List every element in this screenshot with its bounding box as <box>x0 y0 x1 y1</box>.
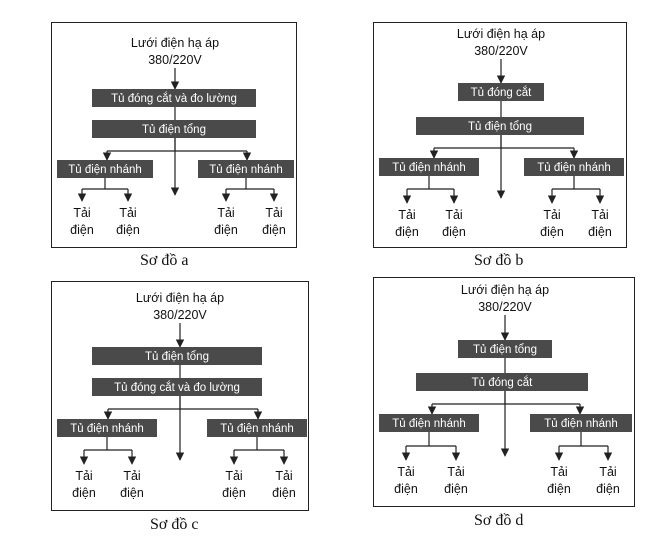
load-3-line1: Tải <box>550 465 567 479</box>
load-4-line2: điện <box>272 486 296 500</box>
source-label-line1: Lưới điện hạ áp <box>136 291 224 305</box>
branch-cabinet-left-label: Tủ điện nhánh <box>68 164 142 176</box>
diagram-d-svg: Lưới điện hạ áp 380/220V Tủ điện tổng Tủ… <box>379 283 632 496</box>
branch-cabinet-right-label: Tủ điện nhánh <box>220 423 294 435</box>
source-label-line2: 380/220V <box>478 300 532 314</box>
load-4-line1: Tải <box>265 206 282 220</box>
branch-cabinet-right-label: Tủ điện nhánh <box>544 418 618 430</box>
diagram-c-svg: Lưới điện hạ áp 380/220V Tủ điện tổng Tủ… <box>57 291 307 500</box>
load-2-line1: Tải <box>447 465 464 479</box>
load-1-line1: Tải <box>73 206 90 220</box>
switch-measure-cabinet <box>92 378 262 396</box>
diagram-b-caption: Sơ đồ b <box>474 252 524 269</box>
main-cabinet <box>416 117 584 135</box>
source-label-line1: Lưới điện hạ áp <box>461 283 549 297</box>
source-label-line2: 380/220V <box>153 308 207 322</box>
load-1-line2: điện <box>395 225 419 239</box>
load-4-line2: điện <box>596 482 620 496</box>
source-label-line1: Lưới điện hạ áp <box>457 27 545 41</box>
main-cabinet <box>92 347 262 365</box>
load-4-line1: Tải <box>275 469 292 483</box>
diagram-a-svg: Lưới điện hạ áp 380/220V Tủ đóng cắt và … <box>57 36 294 237</box>
diagram-d-caption: Sơ đồ d <box>474 512 524 529</box>
main-cabinet-label: Tủ điện tổng <box>145 351 209 363</box>
source-label-line2: 380/220V <box>148 53 202 67</box>
load-4-line2: điện <box>262 223 286 237</box>
load-2-line1: Tải <box>123 469 140 483</box>
load-1-line2: điện <box>70 223 94 237</box>
load-4-line1: Tải <box>591 208 608 222</box>
load-3-line1: Tải <box>217 206 234 220</box>
source-label-line1: Lưới điện hạ áp <box>131 36 219 50</box>
main-cabinet <box>458 340 552 358</box>
load-3-line2: điện <box>547 482 571 496</box>
load-2-line2: điện <box>116 223 140 237</box>
diagram-d-panel: Lưới điện hạ áp 380/220V Tủ điện tổng Tủ… <box>373 277 635 507</box>
load-4-line1: Tải <box>599 465 616 479</box>
diagram-c-caption: Sơ đồ c <box>150 516 199 533</box>
diagram-a-caption: Sơ đồ a <box>140 252 189 269</box>
load-2-line2: điện <box>444 482 468 496</box>
switch-cabinet-label: Tủ đóng cắt <box>472 376 534 389</box>
source-label-line2: 380/220V <box>474 44 528 58</box>
load-2-line2: điện <box>120 486 144 500</box>
load-1-line2: điện <box>394 482 418 496</box>
main-cabinet-label: Tủ điện tổng <box>473 344 537 356</box>
diagram-b-panel: Lưới điện hạ áp 380/220V Tủ đóng cắt Tủ … <box>373 22 627 248</box>
branch-cabinet-right <box>207 419 307 437</box>
switch-measure-cabinet <box>92 89 256 107</box>
load-3-line1: Tải <box>543 208 560 222</box>
load-3-line1: Tải <box>225 469 242 483</box>
load-1-line1: Tải <box>397 465 414 479</box>
branch-cabinet-left <box>379 158 479 176</box>
load-3-line2: điện <box>222 486 246 500</box>
main-cabinet-label: Tủ điện tổng <box>468 121 532 133</box>
branch-cabinet-left <box>57 419 157 437</box>
load-2-line1: Tải <box>445 208 462 222</box>
main-cabinet <box>92 120 256 138</box>
branch-cabinet-left-label: Tủ điện nhánh <box>392 418 466 430</box>
load-2-line2: điện <box>442 225 466 239</box>
branch-cabinet-left-label: Tủ điện nhánh <box>70 423 144 435</box>
load-1-line1: Tải <box>398 208 415 222</box>
load-1-line1: Tải <box>75 469 92 483</box>
branch-cabinet-right <box>530 414 632 432</box>
branch-cabinet-left <box>379 414 479 432</box>
branch-cabinet-left <box>57 160 153 178</box>
branch-cabinet-left-label: Tủ điện nhánh <box>392 162 466 174</box>
diagram-b-svg: Lưới điện hạ áp 380/220V Tủ đóng cắt Tủ … <box>379 27 624 239</box>
load-3-line2: điện <box>540 225 564 239</box>
switch-measure-cabinet-label: Tủ đóng cắt và đo lường <box>111 92 237 105</box>
diagram-a-panel: Lưới điện hạ áp 380/220V Tủ đóng cắt và … <box>51 22 297 248</box>
switch-cabinet-label: Tủ đóng cắt <box>471 86 533 99</box>
switch-cabinet <box>416 373 588 391</box>
switch-measure-cabinet-label: Tủ đóng cắt và đo lường <box>114 381 240 394</box>
branch-cabinet-right <box>198 160 294 178</box>
switch-cabinet <box>458 83 544 101</box>
branch-cabinet-right <box>524 158 624 176</box>
load-2-line1: Tải <box>119 206 136 220</box>
load-4-line2: điện <box>588 225 612 239</box>
branch-cabinet-right-label: Tủ điện nhánh <box>537 162 611 174</box>
main-cabinet-label: Tủ điện tổng <box>142 124 206 136</box>
branch-cabinet-right-label: Tủ điện nhánh <box>209 164 283 176</box>
load-3-line2: điện <box>214 223 238 237</box>
diagram-c-panel: Lưới điện hạ áp 380/220V Tủ điện tổng Tủ… <box>51 281 309 511</box>
load-1-line2: điện <box>72 486 96 500</box>
